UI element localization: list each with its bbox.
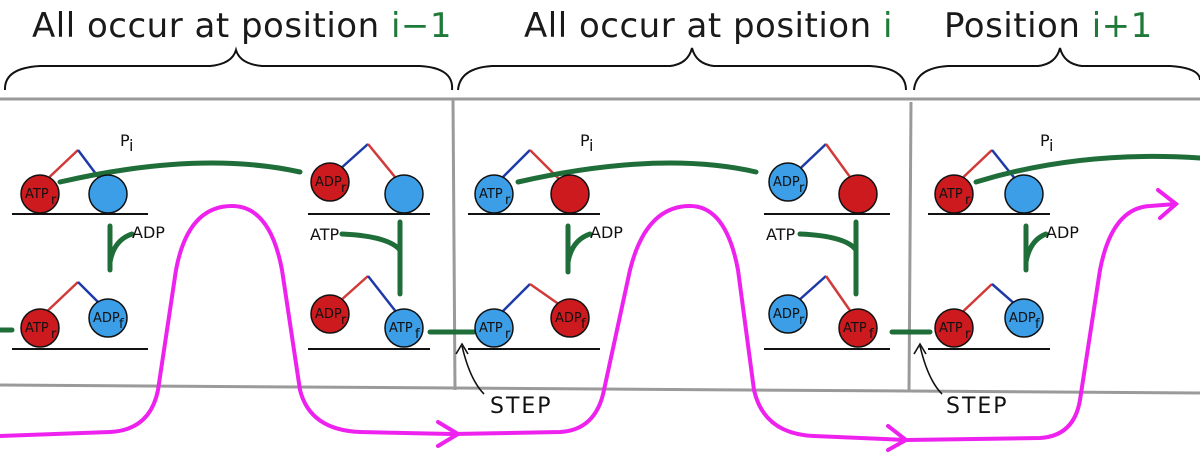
red-motor-head [550, 298, 590, 338]
red-motor-head [838, 174, 878, 214]
header-text: All occur at position [524, 6, 883, 46]
nucleotide-label: ADP [93, 311, 120, 326]
adp-label-1: ADP [132, 223, 165, 242]
header-position-value: i [882, 6, 893, 46]
braces [3, 46, 1200, 91]
brace-1 [3, 46, 454, 91]
blue-motor-head [768, 294, 808, 334]
step-label-1: STEP [490, 394, 553, 419]
blue-motor-head [384, 174, 424, 214]
nucleotide-subscript: f [581, 317, 586, 332]
atp-label-2: ATP [766, 225, 795, 244]
nucleotide-label: ADP [773, 175, 800, 190]
red-motor-head [310, 162, 350, 202]
header-position-i: All occur at position i [524, 6, 893, 46]
reaction-arrows [0, 153, 1200, 335]
nucleotide-label: ATP [25, 187, 49, 202]
blue-motor-head [768, 162, 808, 202]
red-motor-head [20, 308, 60, 348]
blue-motor-head [88, 298, 128, 338]
adp-label-2: ADP [590, 223, 623, 242]
adp-label-3: ADP [1046, 223, 1079, 242]
nucleotide-subscript: r [505, 327, 511, 342]
nucleotide-label: ATP [389, 321, 413, 336]
nucleotide-subscript: f [415, 327, 420, 342]
nucleotide-label: ADP [1009, 311, 1036, 326]
header-position-value: i+1 [1091, 6, 1153, 46]
pi-label-1-subscript: i [129, 136, 133, 155]
nucleotide-subscript: f [119, 317, 124, 332]
nucleotide-subscript: r [799, 181, 805, 196]
red-motor-head [550, 174, 590, 214]
blue-motor-head [474, 308, 514, 348]
blue-motor-head [88, 174, 128, 214]
ground-lines [12, 213, 1050, 350]
red-motor-head [310, 294, 350, 334]
nucleotide-label: ADP [555, 311, 582, 326]
nucleotide-subscript: r [341, 181, 347, 196]
red-motor-head [20, 174, 60, 214]
red-motor-head [934, 308, 974, 348]
red-motor-head [934, 174, 974, 214]
nucleotide-subscript: r [799, 313, 805, 328]
header-position-i-plus-1: Position i+1 [944, 6, 1153, 46]
nucleotide-subscript: r [51, 193, 57, 208]
nucleotide-subscript: r [965, 193, 971, 208]
nucleotide-subscript: f [869, 327, 874, 342]
nucleotide-subscript: r [965, 327, 971, 342]
nucleotide-label: ATP [939, 321, 963, 336]
step-pointers [455, 342, 943, 395]
header-text: Position [944, 6, 1092, 46]
nucleotide-label: ATP [939, 187, 963, 202]
nucleotide-label: ATP [479, 321, 503, 336]
pi-label-2: P [580, 131, 590, 150]
nucleotide-label: ATP [843, 321, 867, 336]
pi-label-3: P [1040, 131, 1050, 150]
nucleotide-label: ATP [25, 321, 49, 336]
red-motor-head [838, 308, 878, 348]
stepping-path [0, 188, 1180, 452]
step-label-2: STEP [946, 394, 1009, 419]
nucleotide-label: ADP [315, 307, 342, 322]
nucleotide-label: ADP [315, 175, 342, 190]
header-position-value: i−1 [390, 6, 453, 46]
blue-motor-head [1004, 298, 1044, 338]
nucleotide-subscript: r [341, 313, 347, 328]
pi-label-3-subscript: i [1049, 136, 1053, 155]
pi-label-1: P [120, 131, 130, 150]
panel-frame [0, 97, 1200, 395]
blue-motor-head [1004, 174, 1044, 214]
brace-3 [913, 47, 1200, 91]
pi-label-2-subscript: i [589, 136, 593, 155]
blue-motor-head [474, 174, 514, 214]
nucleotide-subscript: r [51, 327, 57, 342]
nucleotide-subscript: r [505, 193, 511, 208]
header-text: All occur at position [32, 6, 391, 46]
header-position-i-minus-1: All occur at position i−1 [32, 6, 452, 46]
nucleotide-subscript: f [1035, 317, 1040, 332]
atp-label-1: ATP [310, 225, 339, 244]
brace-2 [457, 47, 907, 91]
blue-motor-head [384, 308, 424, 348]
nucleotide-label: ADP [773, 307, 800, 322]
nucleotide-label: ATP [479, 187, 503, 202]
